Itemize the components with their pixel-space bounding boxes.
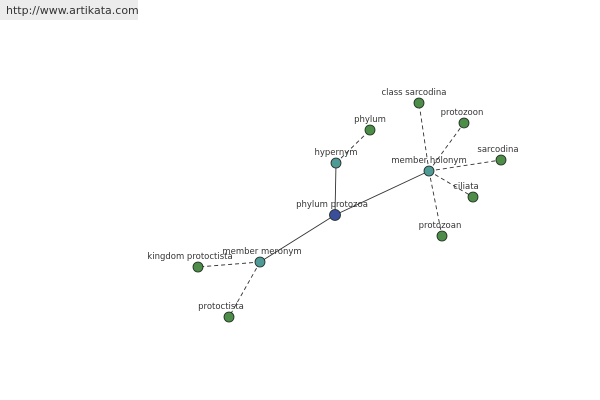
node-hypernym[interactable] bbox=[330, 157, 342, 169]
node-ciliata[interactable] bbox=[467, 191, 479, 203]
edge-member-holonym-to-protozoon bbox=[428, 122, 465, 172]
edge-member-meronym-to-protoctista bbox=[228, 261, 261, 318]
node-protozoon[interactable] bbox=[458, 117, 470, 129]
edge-hypernym-to-phylum bbox=[335, 129, 371, 164]
graph-edges bbox=[197, 102, 502, 318]
node-phylum[interactable] bbox=[364, 124, 376, 136]
edge-phylum-protozoa-to-hypernym bbox=[334, 162, 337, 216]
node-class-sarcodina[interactable] bbox=[413, 97, 425, 109]
node-label-class-sarcodina[interactable]: class sarcodina bbox=[382, 88, 447, 98]
node-sarcodina[interactable] bbox=[495, 154, 507, 166]
node-label-ciliata[interactable]: ciliata bbox=[453, 182, 479, 192]
url-link[interactable]: http://www.artikata.com bbox=[6, 4, 139, 17]
node-label-protozoan[interactable]: protozoan bbox=[419, 221, 462, 231]
edge-phylum-protozoa-to-member-holonym bbox=[334, 170, 430, 216]
node-label-member-holonym[interactable]: member holonym bbox=[391, 156, 466, 166]
node-protozoan[interactable] bbox=[436, 230, 448, 242]
graph-labels: phylum protozoa hypernym member holonym mem… bbox=[147, 88, 518, 312]
edge-member-holonym-to-class-sarcodina bbox=[418, 102, 430, 172]
node-label-sarcodina[interactable]: sarcodina bbox=[477, 145, 518, 155]
edge-phylum-protozoa-to-member-meronym bbox=[259, 214, 336, 263]
graph-nodes bbox=[192, 97, 507, 323]
edge-member-meronym-to-kingdom-protoctista bbox=[197, 261, 261, 268]
edge-member-holonym-to-ciliata bbox=[428, 170, 474, 198]
node-protoctista[interactable] bbox=[223, 311, 235, 323]
node-phylum-protozoa[interactable] bbox=[329, 209, 341, 221]
node-label-protozoon[interactable]: protozoon bbox=[441, 108, 484, 118]
node-label-kingdom-protoctista[interactable]: kingdom protoctista bbox=[147, 252, 232, 262]
node-member-holonym[interactable] bbox=[423, 165, 435, 177]
node-label-protoctista[interactable]: protoctista bbox=[198, 302, 244, 312]
node-label-hypernym[interactable]: hypernym bbox=[314, 148, 357, 158]
node-member-meronym[interactable] bbox=[254, 256, 266, 268]
node-label-phylum[interactable]: phylum bbox=[354, 115, 386, 125]
node-label-member-meronym[interactable]: member meronym bbox=[222, 247, 301, 257]
edge-member-holonym-to-sarcodina bbox=[428, 159, 502, 172]
url-banner: http://www.artikata.com bbox=[0, 0, 139, 20]
node-kingdom-protoctista[interactable] bbox=[192, 261, 204, 273]
node-label-phylum-protozoa[interactable]: phylum protozoa bbox=[296, 200, 368, 210]
